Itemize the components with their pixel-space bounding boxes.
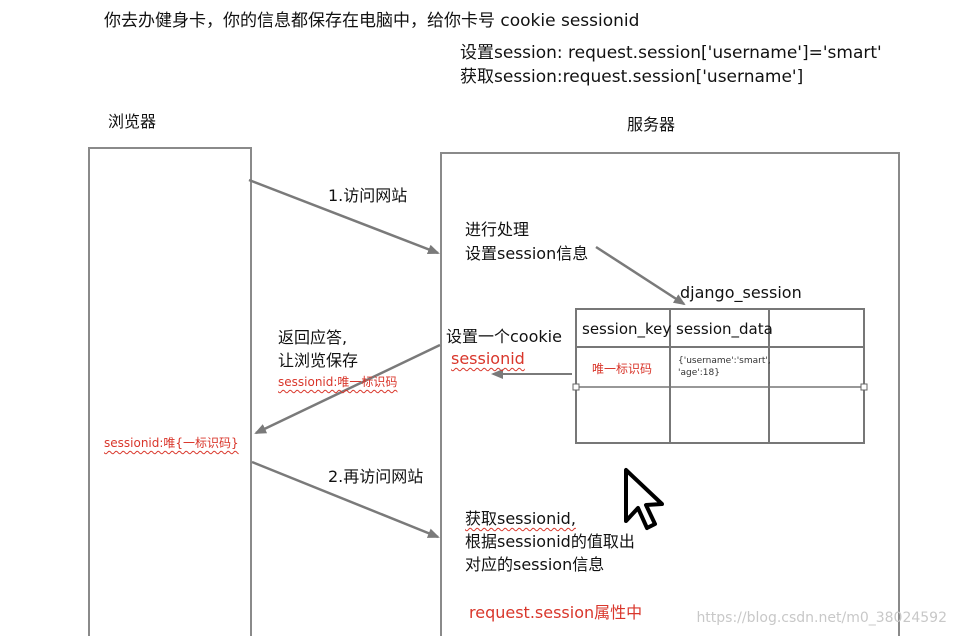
server-label: 服务器 xyxy=(627,115,676,134)
revisit-arrow-label: 2.再访问网站 xyxy=(328,467,424,486)
set-cookie-line-2: sessionid xyxy=(451,349,525,368)
response-label-line-1: 返回应答, xyxy=(278,328,348,347)
header-line-3: 获取session:request.session['username'] xyxy=(460,67,804,87)
header-line-2: 设置session: request.session['username']='… xyxy=(460,43,882,63)
browser-stored-cookie: sessionid:唯{一标识码} xyxy=(104,436,239,450)
table-cell-session-data-line-2: 'age':18} xyxy=(678,368,720,378)
server-get-line-1: 获取sessionid, xyxy=(465,509,576,528)
session-table xyxy=(572,308,868,444)
visit-arrow xyxy=(248,178,440,255)
server-get-line-2: 根据sessionid的值取出 xyxy=(465,532,635,551)
response-label-line-2: 让浏览保存 xyxy=(278,351,359,370)
revisit-arrow xyxy=(251,460,440,539)
table-header-session-key: session_key xyxy=(582,320,672,338)
server-request-attr: request.session属性中 xyxy=(469,603,643,622)
set-cookie-sessionid-text: sessionid xyxy=(451,349,525,368)
server-get-line-3: 对应的session信息 xyxy=(465,555,605,574)
browser-box xyxy=(88,147,252,636)
visit-arrow-label: 1.访问网站 xyxy=(328,186,408,205)
server-process-line-1: 进行处理 xyxy=(465,220,530,239)
response-arrow xyxy=(254,343,441,435)
table-header-session-data: session_data xyxy=(676,320,773,338)
watermark: https://blog.csdn.net/m0_38024592 xyxy=(696,610,947,626)
response-sessionid-text: sessionid:唯一标识码 xyxy=(278,375,398,389)
server-process-line-2: 设置session信息 xyxy=(465,244,589,263)
process-to-table-arrow xyxy=(595,245,686,306)
header-line-1: 你去办健身卡，你的信息都保存在电脑中，给你卡号 cookie sessionid xyxy=(104,11,640,31)
browser-stored-cookie-text: sessionid:唯{一标识码} xyxy=(104,436,239,450)
set-cookie-line-1: 设置一个cookie xyxy=(446,327,562,346)
server-get-line-1-text: 获取sessionid, xyxy=(465,509,576,528)
response-label-line-3: sessionid:唯一标识码 xyxy=(278,375,397,389)
table-title: django_session xyxy=(680,283,802,302)
table-cell-session-data-line-1: {'username':'smart', xyxy=(678,356,771,366)
table-cell-session-key: 唯一标识码 xyxy=(592,362,653,376)
mouse-cursor-icon xyxy=(624,468,664,530)
browser-label: 浏览器 xyxy=(108,112,157,131)
server-box xyxy=(440,152,900,636)
